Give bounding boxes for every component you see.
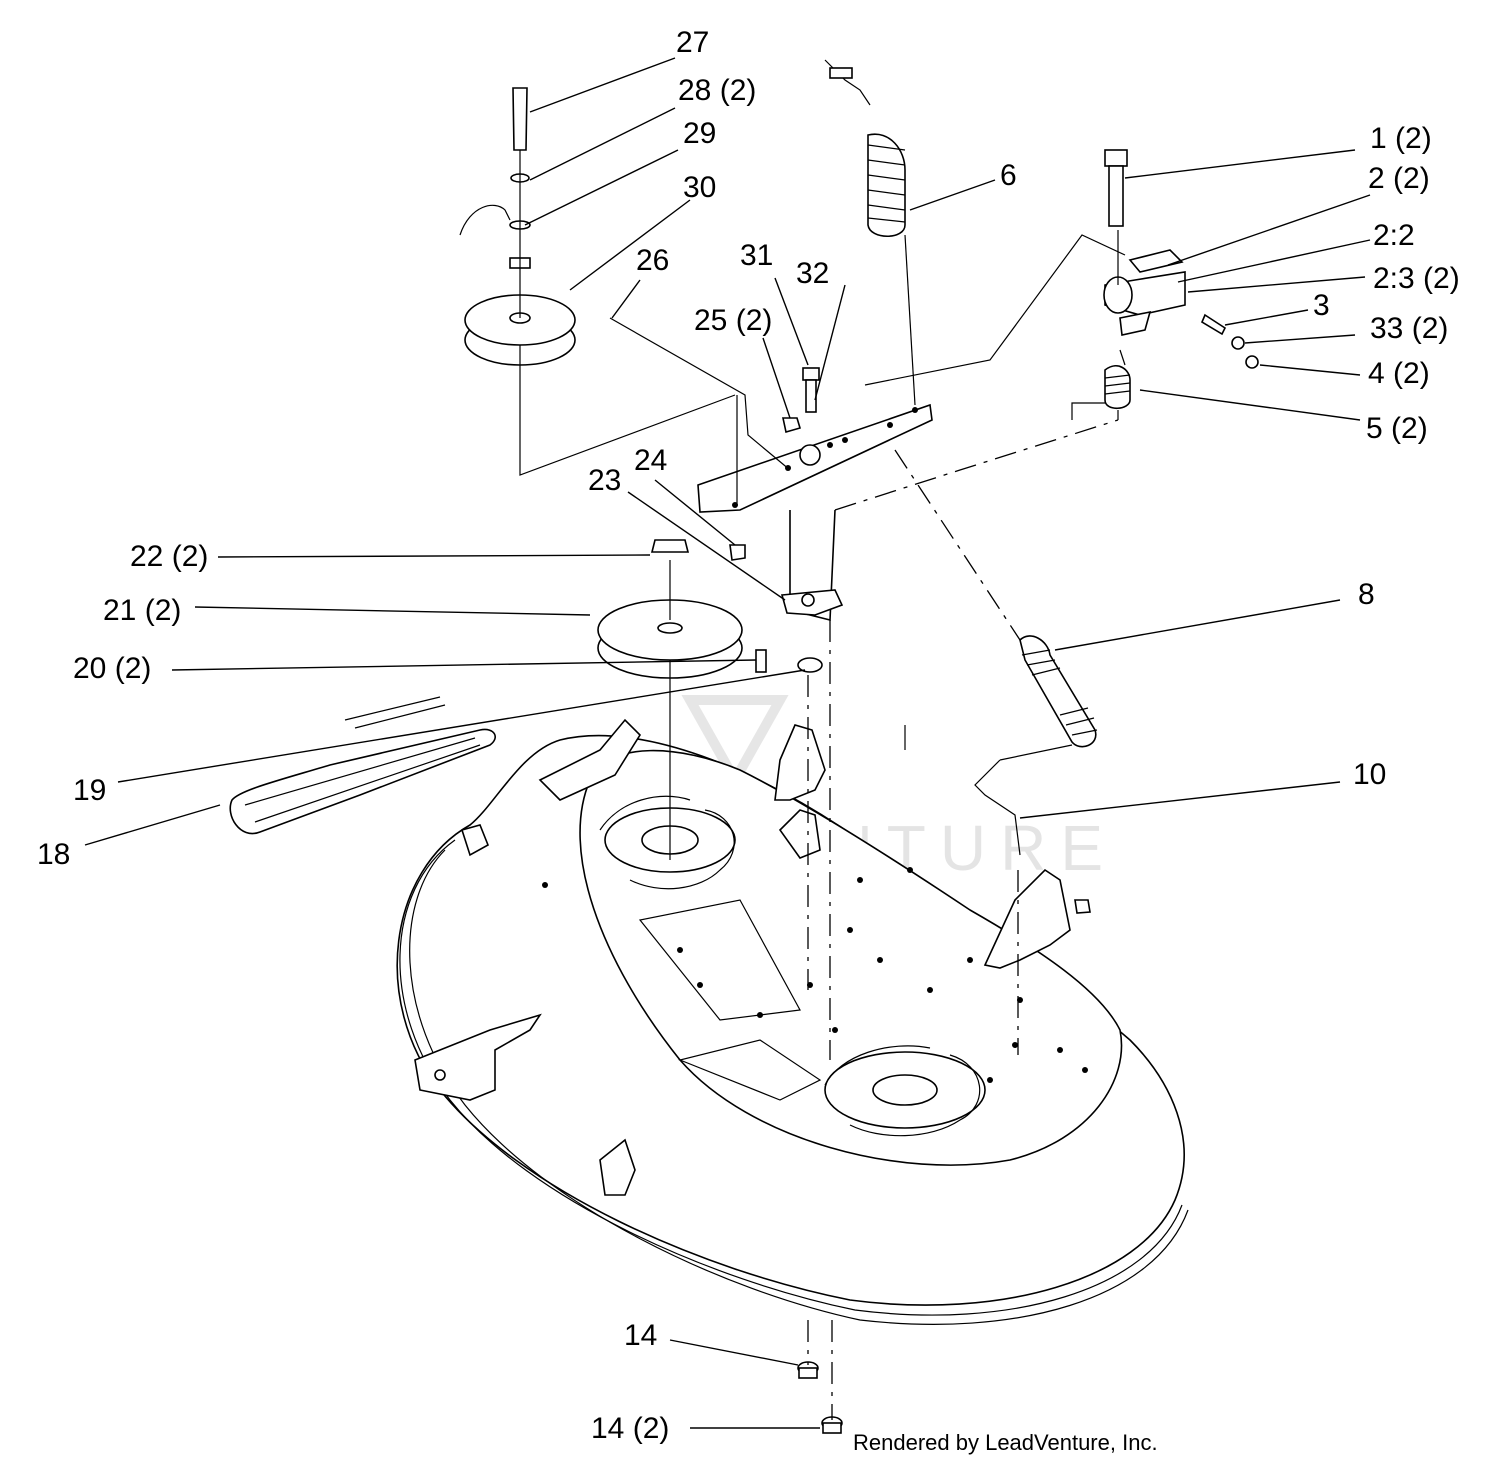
belt bbox=[229, 696, 496, 835]
callout-2: 2 (2) bbox=[1368, 162, 1430, 195]
callout-6: 6 bbox=[1000, 159, 1017, 192]
spring-8 bbox=[1019, 635, 1098, 748]
callout-25: 25 (2) bbox=[694, 304, 772, 337]
spring-6 bbox=[824, 59, 906, 237]
callout-27: 27 bbox=[676, 26, 709, 59]
callout-18: 18 bbox=[37, 838, 70, 871]
callout-22: 22 (2) bbox=[130, 540, 208, 573]
callout-10: 10 bbox=[1353, 758, 1386, 791]
callout-26: 26 bbox=[636, 244, 669, 277]
callout-32: 32 bbox=[796, 257, 829, 290]
callout-21: 21 (2) bbox=[103, 594, 181, 627]
assembly-lines bbox=[519, 230, 1126, 1420]
credit-text: Rendered by LeadVenture, Inc. bbox=[853, 1430, 1158, 1455]
bolt-31 bbox=[802, 367, 820, 413]
callout-30: 30 bbox=[683, 171, 716, 204]
pulley-30 bbox=[459, 87, 576, 366]
idler-arm bbox=[697, 403, 933, 622]
callout-31: 31 bbox=[740, 239, 773, 272]
washer-19 bbox=[797, 657, 823, 673]
callout-2-2: 2:2 bbox=[1373, 219, 1415, 252]
nut-25 bbox=[782, 417, 801, 434]
leader-lines bbox=[84, 57, 1371, 1429]
callout-14: 14 bbox=[624, 1319, 657, 1352]
callout-2-3: 2:3 (2) bbox=[1373, 262, 1460, 295]
pulley-21 bbox=[597, 539, 743, 679]
callout-33: 33 (2) bbox=[1370, 312, 1448, 345]
callout-5: 5 (2) bbox=[1366, 412, 1428, 445]
callout-29: 29 bbox=[683, 117, 716, 150]
callout-4: 4 (2) bbox=[1368, 357, 1430, 390]
nut-24 bbox=[729, 544, 746, 561]
callout-labels: 27 28 (2) 29 30 26 31 32 25 (2) 6 1 (2) … bbox=[37, 26, 1460, 1445]
callout-28: 28 (2) bbox=[678, 74, 756, 107]
bracket-assembly bbox=[1071, 149, 1259, 420]
callout-1: 1 (2) bbox=[1370, 122, 1432, 155]
mower-deck bbox=[396, 718, 1189, 1325]
callout-19: 19 bbox=[73, 774, 106, 807]
bolt-20 bbox=[755, 649, 767, 673]
callout-20: 20 (2) bbox=[73, 652, 151, 685]
callout-8: 8 bbox=[1358, 578, 1375, 611]
rod-10 bbox=[974, 759, 1021, 856]
callout-14-2: 14 (2) bbox=[591, 1412, 669, 1445]
callout-23: 23 bbox=[588, 464, 621, 497]
rod-26 bbox=[609, 317, 791, 471]
callout-3: 3 bbox=[1313, 289, 1330, 322]
callout-24: 24 bbox=[634, 444, 667, 477]
nut-14 bbox=[797, 1361, 819, 1379]
